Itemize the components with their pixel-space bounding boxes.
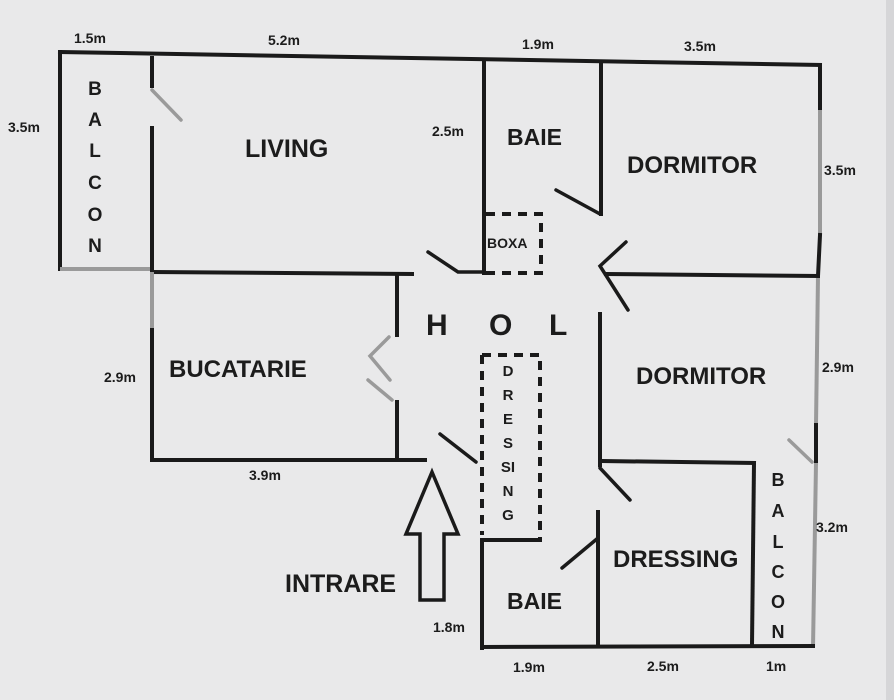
dim-top-baie: 1.9m (522, 36, 554, 52)
svg-text:C: C (88, 173, 102, 194)
dim-top-living: 5.2m (268, 32, 300, 48)
room-label-living: LIVING (245, 135, 328, 163)
room-label-baie-top: BAIE (507, 124, 562, 150)
room-label-balcon-right: B A L C O N (771, 470, 785, 642)
dashed-partitions (480, 212, 543, 540)
dim-bottom-balcon: 1m (766, 658, 786, 674)
room-label-baie-bottom: BAIE (507, 588, 562, 614)
doors (150, 88, 814, 570)
svg-text:D: D (503, 363, 514, 380)
svg-text:B: B (88, 79, 102, 100)
entrance-arrow-icon (403, 467, 461, 602)
svg-text:N: N (88, 236, 102, 257)
svg-text:E: E (503, 411, 513, 428)
room-label-hol-l: L (549, 309, 567, 342)
svg-text:O: O (771, 592, 785, 612)
dim-right-balcon: 3.2m (816, 519, 848, 535)
dim-bucatarie-width: 3.9m (249, 467, 281, 483)
dim-baie-bottom-height: 1.8m (433, 619, 465, 635)
dim-top-balcon: 1.5m (74, 30, 106, 46)
room-label-intrare: INTRARE (285, 570, 396, 598)
dim-bottom-baie: 1.9m (513, 659, 545, 675)
dim-bottom-dressing: 2.5m (647, 658, 679, 674)
svg-text:N: N (772, 622, 785, 642)
room-label-bucatarie: BUCATARIE (169, 356, 307, 383)
room-label-dressing: DRESSING (613, 546, 738, 573)
svg-text:C: C (772, 562, 785, 582)
dim-baie-height: 2.5m (432, 123, 464, 139)
dim-left-bucatarie: 2.9m (104, 369, 136, 385)
dim-right-dormitor-top: 3.5m (824, 162, 856, 178)
svg-text:B: B (772, 470, 785, 490)
room-label-dormitor-mid: DORMITOR (636, 363, 766, 390)
svg-text:L: L (89, 141, 101, 162)
dim-top-dormitor: 3.5m (684, 38, 716, 54)
room-label-hol-h: H (426, 309, 448, 342)
svg-text:N: N (503, 483, 514, 500)
room-label-hol-o: O (489, 309, 512, 342)
room-label-dormitor-top: DORMITOR (627, 152, 757, 179)
svg-text:A: A (88, 110, 102, 131)
svg-text:L: L (773, 532, 784, 552)
room-label-boxa: BOXA (487, 235, 527, 251)
svg-text:S: S (503, 435, 513, 452)
svg-text:SI: SI (501, 459, 515, 476)
walls (57, 49, 823, 650)
room-label-balcon-left: B A L C O N (88, 79, 103, 257)
dim-right-dormitor-mid: 2.9m (822, 359, 854, 375)
room-label-dressing-vertical: D R E S SI N G (501, 363, 515, 524)
svg-text:A: A (772, 501, 785, 521)
svg-text:G: G (502, 507, 514, 524)
svg-text:R: R (503, 387, 514, 404)
dim-left-balcon: 3.5m (8, 119, 40, 135)
svg-text:O: O (88, 205, 103, 226)
